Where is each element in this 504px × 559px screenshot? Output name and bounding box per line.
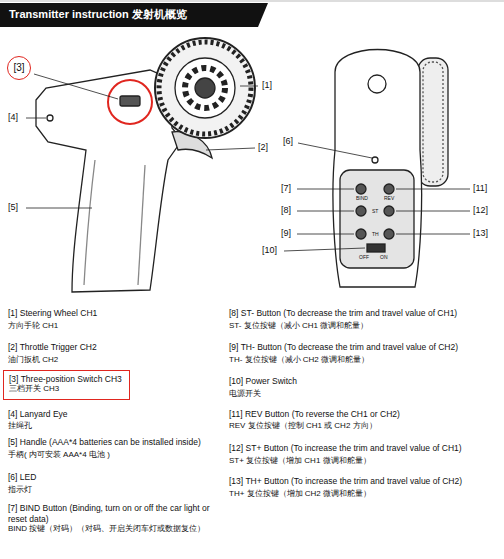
leader-line bbox=[34, 74, 118, 99]
st-plus-button bbox=[384, 206, 394, 216]
wheel-hub bbox=[195, 78, 215, 98]
description-text: 手柄( 内可安装 AAA*4 电池 ) bbox=[8, 450, 110, 460]
th-plus-button bbox=[384, 229, 394, 239]
description-text: 指示灯 bbox=[8, 485, 32, 495]
description-text: [1] Steering Wheel CH1 bbox=[8, 308, 97, 319]
callout-number: [5] bbox=[8, 202, 18, 213]
description-text: [11] REV Button (To reverse the CH1 or C… bbox=[229, 409, 400, 420]
description-text: 方向手轮 CH1 bbox=[8, 321, 58, 331]
description-text: TH- 复位按键（减小 CH2 微调和舵量） bbox=[229, 355, 369, 365]
leader-line bbox=[240, 86, 258, 87]
callout-number: [13] bbox=[473, 228, 488, 239]
th-minus-button bbox=[356, 229, 366, 239]
description-text: [5] Handle (AAA*4 batteries can be insta… bbox=[8, 437, 201, 448]
description-text: [13] TH+ Button (To increase the trim an… bbox=[229, 476, 462, 487]
leader-line bbox=[26, 208, 92, 209]
leader-lines bbox=[26, 74, 258, 208]
node-heading: [3] bbox=[13, 62, 24, 74]
steering-wheel bbox=[155, 38, 255, 138]
st-minus-button bbox=[356, 206, 366, 216]
button-label: ON bbox=[380, 254, 388, 260]
power-switch bbox=[367, 244, 385, 252]
description-text: [7] BIND Button (Binding, turn on or off… bbox=[8, 503, 223, 524]
lanyard-eye bbox=[47, 115, 53, 121]
description-text: [4] Lanyard Eye bbox=[8, 409, 68, 420]
wheel-grip bbox=[159, 42, 251, 134]
description-text: [9] TH- Button (To decrease the trim and… bbox=[229, 342, 458, 353]
leader-line bbox=[396, 211, 470, 212]
leader-line bbox=[206, 148, 255, 150]
button-label: OFF bbox=[359, 254, 369, 260]
description-text: [8] ST- Button (To decrease the trim and… bbox=[229, 308, 457, 319]
three-position-switch bbox=[120, 96, 140, 106]
leader-line bbox=[297, 189, 354, 190]
bind-button bbox=[356, 184, 366, 194]
description-text: ST- 复位按键（减小 CH1 微调和舵量） bbox=[229, 321, 368, 331]
leader-line bbox=[298, 143, 372, 158]
led bbox=[372, 157, 378, 163]
node-heading: [3] Three-position Switch CH3 bbox=[9, 374, 124, 384]
description-text: 油门扳机 CH2 bbox=[8, 355, 58, 365]
button-label: ST bbox=[372, 208, 378, 214]
wheel-spokes bbox=[185, 68, 225, 108]
node-subtext: 三档开关 CH3 bbox=[9, 384, 124, 394]
callout-number: [8] bbox=[281, 205, 291, 216]
handle-mark bbox=[368, 75, 386, 93]
leader-line bbox=[26, 118, 46, 119]
leader-line bbox=[297, 234, 354, 235]
description-text: ST+ 复位按键（增加 CH1 微调和舵量） bbox=[229, 456, 371, 466]
transmitter-side-view bbox=[36, 38, 255, 292]
button-label: BIND bbox=[356, 195, 368, 201]
grip-seam bbox=[84, 160, 95, 285]
leader-line bbox=[396, 234, 470, 235]
description-text: TH+ 复位按键（增加 CH2 微调和舵量） bbox=[229, 489, 371, 499]
callout-circle: [3] bbox=[7, 56, 31, 80]
description-text: [2] Throttle Trigger CH2 bbox=[8, 342, 97, 353]
description-text: BIND 按键（对码）（对码、开启关闭车灯或数据复位） bbox=[8, 524, 205, 534]
highlight-box: [3] Three-position Switch CH3三档开关 CH3 bbox=[3, 370, 130, 400]
leader-line bbox=[284, 248, 365, 251]
wheel-grip bbox=[423, 62, 443, 182]
button-label: TH bbox=[372, 231, 379, 237]
callout-number: [4] bbox=[8, 112, 18, 123]
button-label: REV bbox=[384, 195, 394, 201]
wheel-face bbox=[175, 58, 235, 118]
description-text: [10] Power Switch bbox=[229, 376, 297, 387]
description-text: [12] ST+ Button (To increase the trim an… bbox=[229, 443, 462, 454]
leader-line bbox=[396, 189, 470, 190]
description-text: 电源开关 bbox=[229, 389, 261, 399]
description-text: 挂绳孔 bbox=[8, 421, 32, 431]
transmitter-body bbox=[333, 50, 422, 288]
header-bar bbox=[0, 3, 268, 27]
rev-button bbox=[384, 184, 394, 194]
description-text: REV 复位按键（控制 CH1 或 CH2 方向） bbox=[229, 421, 377, 431]
wheel-profile bbox=[418, 58, 448, 186]
control-panel bbox=[340, 170, 414, 268]
transmitter-back-view bbox=[333, 50, 448, 288]
description-text: [6] LED bbox=[8, 472, 36, 483]
callout-number: [6] bbox=[283, 136, 293, 147]
callout-number: [1] bbox=[262, 80, 272, 91]
leader-line bbox=[297, 211, 354, 212]
callout-number: [9] bbox=[281, 228, 291, 239]
header-title: Transmitter instruction 发射机概览 bbox=[9, 7, 187, 22]
highlight-circle bbox=[108, 80, 152, 124]
grip-seam bbox=[138, 165, 145, 285]
callout-number: [2] bbox=[258, 142, 268, 153]
callout-number: [11] bbox=[473, 183, 487, 194]
callout-number: [10] bbox=[262, 245, 277, 256]
callout-number: [7] bbox=[281, 183, 291, 194]
callout-number: [12] bbox=[473, 205, 488, 216]
header-rule bbox=[0, 1, 504, 2]
leader-lines bbox=[284, 143, 470, 251]
